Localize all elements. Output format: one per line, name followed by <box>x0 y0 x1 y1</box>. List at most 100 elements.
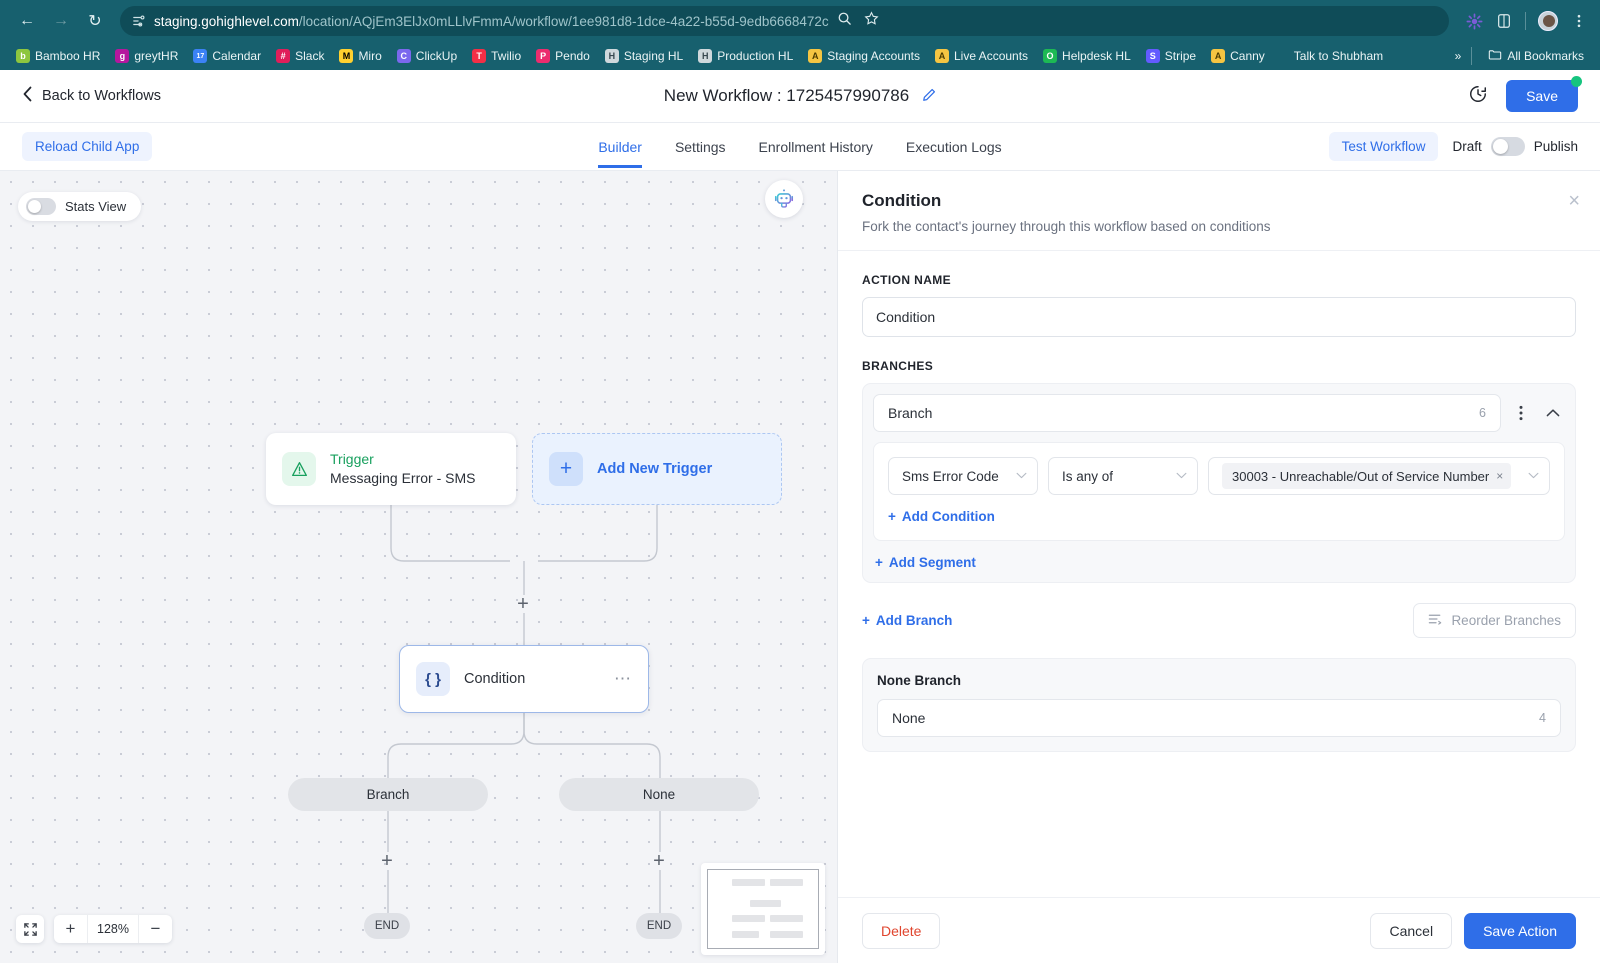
stats-view-knob <box>28 200 41 213</box>
bookmark-favicon: H <box>605 49 619 63</box>
browser-chrome: ← → ↻ staging.gohighlevel.com/location/A… <box>0 0 1600 70</box>
branch-count: 6 <box>1479 406 1486 420</box>
extension-puzzle-icon[interactable] <box>1465 12 1483 30</box>
bookmarks-bar-right: » All Bookmarks <box>1455 46 1590 67</box>
tab-builder[interactable]: Builder <box>598 126 642 168</box>
forward-arrow-icon[interactable]: → <box>46 6 76 36</box>
tab-settings[interactable]: Settings <box>675 126 726 168</box>
branch-name-input[interactable]: Branch 6 <box>873 394 1501 432</box>
none-branch-input[interactable]: None 4 <box>877 699 1561 737</box>
add-branch-button[interactable]: + Add Branch <box>862 613 952 628</box>
zoom-level-label[interactable]: 128% <box>87 915 139 943</box>
bookmarks-divider <box>1471 47 1472 65</box>
stats-view-switch[interactable] <box>26 198 56 215</box>
star-icon[interactable] <box>864 11 879 31</box>
bookmark-item[interactable]: OHelpdesk HL <box>1037 47 1137 65</box>
bookmark-item[interactable]: Talk to Shubham <box>1288 47 1389 65</box>
back-arrow-icon[interactable]: ← <box>12 6 42 36</box>
add-new-trigger-button[interactable]: + Add New Trigger <box>532 433 782 505</box>
reload-icon[interactable]: ↻ <box>80 6 110 36</box>
zoom-in-button[interactable]: + <box>54 915 87 943</box>
add-step-button[interactable]: + <box>514 595 532 613</box>
save-button-label: Save <box>1526 88 1558 104</box>
branch-pill-branch[interactable]: Branch <box>288 778 488 811</box>
bookmarks-bar: bBamboo HR ggreytHR 17Calendar #Slack MM… <box>0 42 1600 70</box>
add-step-button-none[interactable]: + <box>650 852 668 870</box>
bookmark-item[interactable]: CClickUp <box>391 47 463 65</box>
bookmark-item[interactable]: MMiro <box>333 47 387 65</box>
add-condition-button[interactable]: + Add Condition <box>888 509 995 524</box>
zoom-out-button[interactable]: − <box>139 915 172 943</box>
publish-toggle[interactable] <box>1491 137 1525 156</box>
minimap-node <box>732 879 765 886</box>
delete-button[interactable]: Delete <box>862 913 940 949</box>
bookmark-item[interactable]: HStaging HL <box>599 47 689 65</box>
bookmark-item[interactable]: ACanny <box>1205 47 1271 65</box>
test-workflow-button[interactable]: Test Workflow <box>1329 132 1439 161</box>
bookmark-item[interactable]: 17Calendar <box>187 47 267 65</box>
bookmark-item[interactable]: bBamboo HR <box>10 47 106 65</box>
ellipsis-icon[interactable]: ⋯ <box>614 669 632 689</box>
add-condition-label: Add Condition <box>902 509 995 524</box>
bookmark-item[interactable]: TTwilio <box>466 47 527 65</box>
tab-execution-logs[interactable]: Execution Logs <box>906 126 1002 168</box>
minimap-node <box>732 915 765 922</box>
branch-card: Branch 6 Sms Error Code <box>862 383 1576 583</box>
bookmark-item[interactable]: ggreytHR <box>109 47 184 65</box>
back-to-workflows-button[interactable]: Back to Workflows <box>22 86 161 106</box>
bookmark-item[interactable]: HProduction HL <box>692 47 799 65</box>
close-icon[interactable]: × <box>1568 191 1580 211</box>
profile-avatar[interactable] <box>1538 11 1558 31</box>
all-bookmarks-button[interactable]: All Bookmarks <box>1482 46 1590 67</box>
tab-enrollment-history[interactable]: Enrollment History <box>759 126 873 168</box>
site-settings-icon[interactable] <box>132 14 146 28</box>
action-name-input[interactable] <box>862 297 1576 337</box>
bookmark-favicon: M <box>339 49 353 63</box>
clock-history-icon[interactable] <box>1468 84 1488 109</box>
fit-to-screen-icon[interactable] <box>16 915 44 943</box>
bookmark-item[interactable]: #Slack <box>270 47 330 65</box>
bookmark-favicon: A <box>808 49 822 63</box>
add-segment-button[interactable]: + Add Segment <box>875 555 976 570</box>
bookmark-item[interactable]: ALive Accounts <box>929 47 1034 65</box>
workflow-title-wrap: New Workflow : 1725457990786 <box>0 86 1600 106</box>
add-new-trigger-label: Add New Trigger <box>597 461 712 477</box>
zoom-search-icon[interactable] <box>837 11 852 31</box>
save-action-button[interactable]: Save Action <box>1464 913 1576 949</box>
bookmarks-overflow-icon[interactable]: » <box>1455 49 1462 63</box>
condition-node[interactable]: { } Condition ⋯ <box>399 645 649 713</box>
bookmark-item[interactable]: SStripe <box>1140 47 1202 65</box>
save-button[interactable]: Save <box>1506 80 1578 112</box>
bookmark-favicon: T <box>472 49 486 63</box>
trigger-node[interactable]: Trigger Messaging Error - SMS <box>266 433 516 505</box>
add-step-button-branch[interactable]: + <box>378 852 396 870</box>
pencil-icon[interactable] <box>922 88 936 105</box>
split-view-icon[interactable] <box>1495 12 1513 30</box>
plus-icon: + <box>888 509 896 524</box>
warning-triangle-icon <box>282 452 316 486</box>
zoom-controls: + 128% − <box>16 915 172 943</box>
bookmark-favicon: O <box>1043 49 1057 63</box>
bookmark-item[interactable]: PPendo <box>530 47 596 65</box>
address-bar[interactable]: staging.gohighlevel.com/location/AQjEm3E… <box>120 6 1449 36</box>
branch-pill-none[interactable]: None <box>559 778 759 811</box>
cancel-button[interactable]: Cancel <box>1370 913 1452 949</box>
bookmark-item[interactable]: AStaging Accounts <box>802 47 926 65</box>
reorder-branches-label: Reorder Branches <box>1451 613 1561 628</box>
minimap-node <box>732 931 758 938</box>
reorder-branches-button[interactable]: Reorder Branches <box>1413 603 1576 638</box>
ai-assistant-robot-icon[interactable] <box>765 180 803 218</box>
chevron-up-icon[interactable] <box>1541 398 1565 428</box>
kebab-menu-icon[interactable] <box>1509 398 1533 428</box>
stats-view-toggle[interactable]: Stats View <box>18 192 141 221</box>
condition-operator-select[interactable]: Is any of <box>1048 457 1198 495</box>
kebab-menu-icon[interactable] <box>1570 12 1588 30</box>
condition-field-select[interactable]: Sms Error Code <box>888 457 1038 495</box>
workflow-canvas[interactable]: Stats View <box>0 171 837 963</box>
close-x-icon[interactable]: × <box>1496 469 1503 483</box>
canvas-minimap[interactable] <box>701 863 825 955</box>
condition-value-multiselect[interactable]: 30003 - Unreachable/Out of Service Numbe… <box>1208 457 1550 495</box>
publish-toggle-knob <box>1493 139 1508 154</box>
panel-footer-right: Cancel Save Action <box>1370 913 1576 949</box>
unsaved-changes-dot <box>1571 76 1582 87</box>
